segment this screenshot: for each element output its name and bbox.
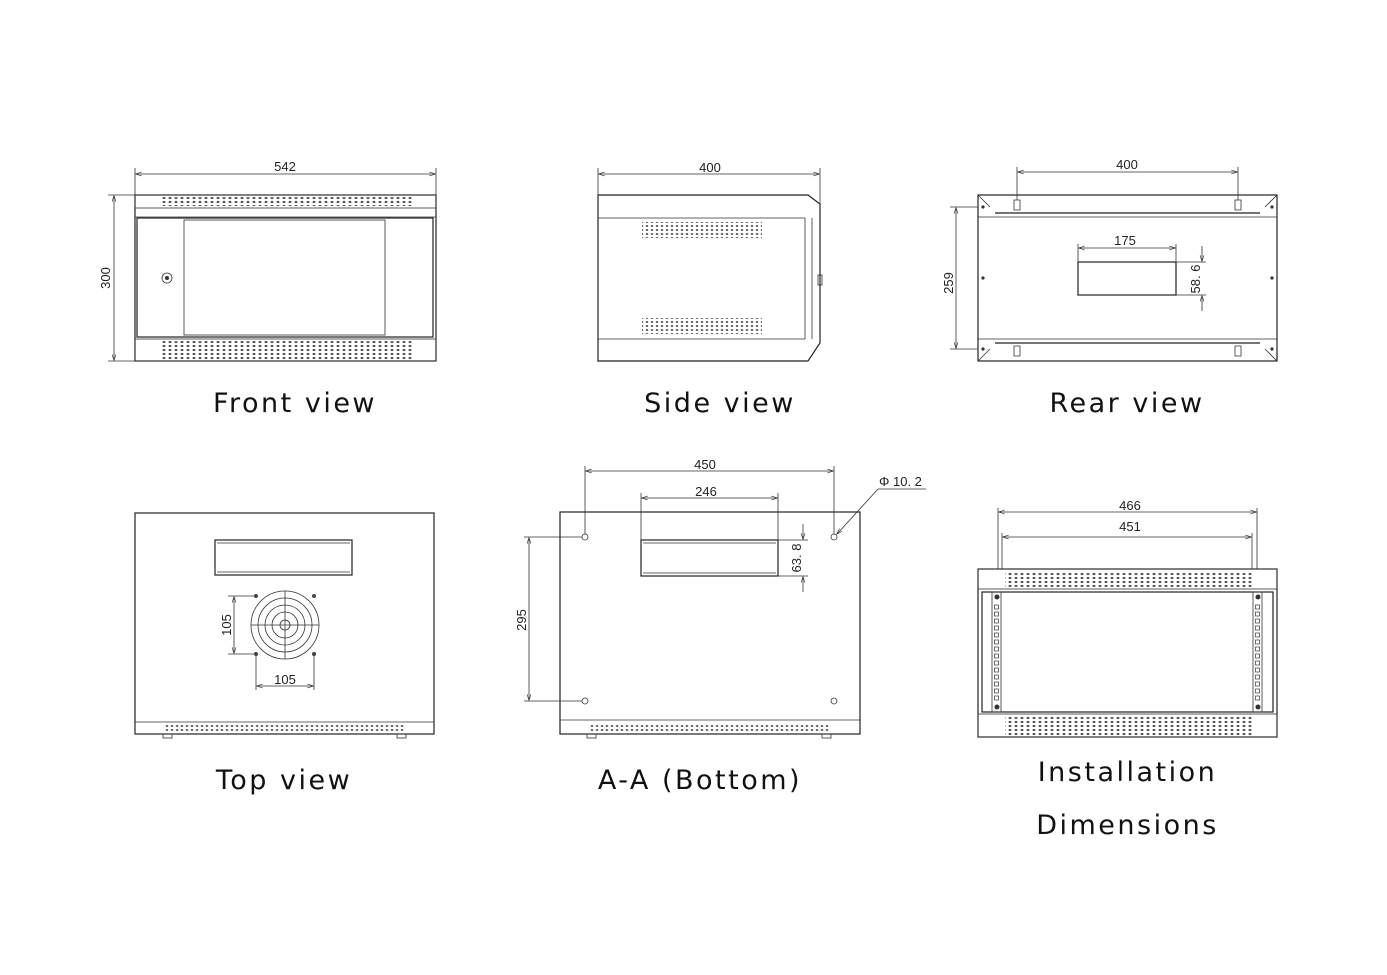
front-top-rail xyxy=(134,194,437,209)
rail-hole xyxy=(994,667,999,673)
top-view-caption: Top view xyxy=(215,765,353,796)
installation-inner-label: 451 xyxy=(1119,519,1141,534)
rail-hole xyxy=(994,632,999,638)
bottom-edge-perforation xyxy=(590,723,830,731)
rail-hole xyxy=(1255,618,1260,624)
fan-grille-icon xyxy=(250,590,320,660)
rear-outline xyxy=(977,194,1278,362)
lock-icon xyxy=(161,272,173,284)
left-mounting-rail xyxy=(991,591,1002,713)
installation-outline xyxy=(977,568,1278,738)
rear-hole-span-label: 400 xyxy=(1116,157,1138,172)
side-view-caption: Side view xyxy=(644,388,796,419)
rear-height-label: 259 xyxy=(941,272,956,294)
mounting-hole xyxy=(830,697,838,705)
bottom-view: 450 246 63. 8 295 Φ 10. 2 xyxy=(514,457,926,739)
rail-hole xyxy=(1255,611,1260,617)
bottom-hole-depth-label: 295 xyxy=(514,609,529,631)
rail-hole xyxy=(1255,632,1260,638)
hook-icon xyxy=(1234,345,1242,357)
rail-hole xyxy=(994,639,999,645)
side-bottom-vents xyxy=(642,318,762,334)
side-view: 400 xyxy=(597,160,823,362)
front-door xyxy=(136,217,434,338)
installation-outer-label: 466 xyxy=(1119,498,1141,513)
hole-diameter-label: Φ 10. 2 xyxy=(879,474,922,489)
bottom-cable-cutout xyxy=(640,539,779,577)
front-view-caption: Front view xyxy=(212,388,378,419)
fan-height-label: 105 xyxy=(219,614,234,636)
front-width-label: 542 xyxy=(274,159,296,174)
rail-hole xyxy=(994,618,999,624)
rail-hole xyxy=(1255,653,1260,659)
front-bottom-perforation xyxy=(160,341,412,359)
side-outline xyxy=(597,194,821,362)
rail-hole xyxy=(994,625,999,631)
rear-cutout-width-label: 175 xyxy=(1114,233,1136,248)
installation-bottom-rail xyxy=(977,713,1278,738)
hook-icon xyxy=(1013,196,1021,211)
top-cable-cutout xyxy=(214,539,353,576)
rail-hole xyxy=(994,674,999,680)
bottom-cutout-width-label: 246 xyxy=(695,484,717,499)
side-top-vents xyxy=(642,222,762,238)
rear-view: 400 259 175 58. 6 xyxy=(941,157,1278,362)
side-depth-label: 400 xyxy=(699,160,721,175)
right-mounting-rail xyxy=(1252,591,1263,713)
rear-view-caption: Rear view xyxy=(1049,388,1205,419)
fan-width-label: 105 xyxy=(274,672,296,687)
rail-hole xyxy=(1255,639,1260,645)
rail-hole xyxy=(994,646,999,652)
rail-hole xyxy=(1255,646,1260,652)
hook-icon xyxy=(1013,345,1021,357)
rail-hole xyxy=(1255,667,1260,673)
rail-hole xyxy=(994,604,999,610)
rail-hole xyxy=(1255,695,1260,701)
top-outline xyxy=(134,512,435,735)
front-outline xyxy=(134,194,437,362)
rail-hole xyxy=(1255,681,1260,687)
installation-bottom-perforation xyxy=(1005,716,1252,735)
front-bottom-rail xyxy=(134,338,437,362)
front-glass-panel xyxy=(183,219,386,336)
installation-caption-line2: Dimensions xyxy=(1036,810,1219,841)
rail-hole xyxy=(1255,660,1260,666)
rail-hole xyxy=(1255,604,1260,610)
rail-hole xyxy=(1255,625,1260,631)
rear-cutout-height-label: 58. 6 xyxy=(1188,265,1203,294)
rail-hole xyxy=(994,611,999,617)
rail-hole xyxy=(994,660,999,666)
bottom-outline xyxy=(559,511,861,735)
installation-caption-line1: Installation xyxy=(1037,757,1218,788)
rail-hole xyxy=(994,688,999,694)
rail-hole xyxy=(994,695,999,701)
installation-view: 466 451 xyxy=(977,498,1278,738)
rear-cable-cutout xyxy=(1077,261,1177,296)
rail-square-holes xyxy=(994,604,1260,701)
bottom-cutout-height-label: 63. 8 xyxy=(789,544,804,573)
front-top-perforation xyxy=(160,197,412,206)
rail-hole xyxy=(1255,674,1260,680)
rail-hole xyxy=(994,653,999,659)
hook-icon xyxy=(1234,196,1242,211)
hole-diameter-leader xyxy=(837,488,926,534)
installation-top-perforation xyxy=(1005,571,1252,587)
front-view: 542 300 xyxy=(98,159,437,362)
top-edge-perforation xyxy=(165,724,405,732)
installation-top-rail xyxy=(977,568,1278,590)
rail-hole xyxy=(994,681,999,687)
front-height-label: 300 xyxy=(98,267,113,289)
rail-hole xyxy=(1255,688,1260,694)
bottom-view-caption: A-A (Bottom) xyxy=(597,765,803,796)
bottom-hole-span-label: 450 xyxy=(694,457,716,472)
top-view: 105 105 xyxy=(134,512,435,739)
